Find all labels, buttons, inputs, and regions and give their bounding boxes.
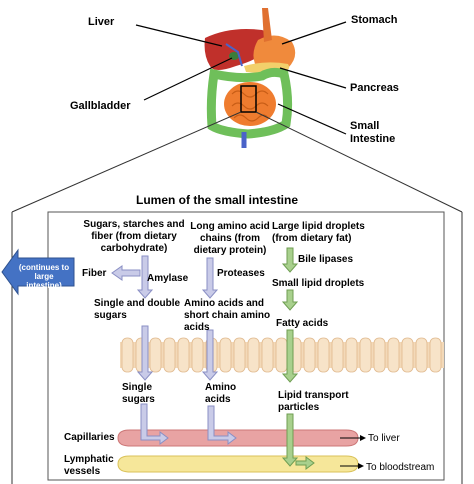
bile-duct-shape [225, 43, 243, 67]
small-intestine-pointer [277, 103, 347, 135]
lipid-header: Large lipid droplets (from dietary fat) [272, 221, 365, 244]
to-liver-label: To liver [368, 433, 400, 444]
capillaries-label: Capillaries [64, 432, 115, 443]
bile-lipases-label: Bile lipases [298, 254, 354, 265]
stomach-shape [253, 35, 296, 72]
zoom-region-box [240, 85, 257, 113]
lipid-arrow-5 [295, 456, 315, 470]
fiber-arrow [111, 265, 141, 281]
small-intestine-shape [224, 82, 276, 126]
intestinal-villi-layer [120, 337, 444, 373]
pancreas-label: Pancreas [350, 82, 399, 94]
carb-arrow-2 [136, 325, 154, 381]
small-lipid-droplets-label: Small lipid droplets [272, 278, 365, 289]
protein-absorbed-label: Amino acids [205, 382, 237, 405]
lipid-transport-label: Lipid transport particles [278, 390, 349, 413]
stomach-pointer [281, 21, 347, 45]
lymphatic-vessels-label: Lymphatic vessels [64, 454, 114, 477]
carb-absorbed-label: Single sugars [122, 382, 155, 405]
lymphatic-vessel [117, 455, 359, 473]
protein-header: Long amino acid chains (from dietary pro… [190, 221, 270, 256]
small-intestine-label: Small Intestine [350, 120, 396, 145]
carb-arrow-3 [140, 403, 169, 445]
panel-title: Lumen of the small intestine [136, 193, 299, 207]
liver-label: Liver [88, 16, 115, 28]
liver-shape [204, 29, 272, 70]
gallbladder-label: Gallbladder [70, 100, 131, 112]
liver-pointer [135, 24, 223, 47]
protein-arrow-2 [201, 329, 219, 381]
carb-arrow-1 [136, 255, 154, 299]
stomach-label: Stomach [351, 14, 398, 26]
to-bloodstream-label: To bloodstream [366, 462, 435, 473]
fatty-acids-label: Fatty acids [276, 318, 329, 329]
continues-arrow [1, 248, 75, 296]
gallbladder-pointer [143, 57, 233, 101]
lipid-arrow-4 [281, 413, 299, 467]
pancreas-pointer [279, 67, 347, 89]
protein-product-label: Amino acids and short chain amino acids [184, 298, 271, 333]
zoom-line-right [255, 111, 463, 213]
large-intestine-shape [206, 67, 293, 139]
continues-label: (continues to large intestine) [18, 263, 70, 290]
proteases-label: Proteases [217, 268, 265, 279]
protein-arrow-3 [207, 405, 237, 445]
amylase-label: Amylase [147, 273, 189, 284]
lipid-arrow-1 [281, 247, 299, 273]
esophagus-shape [262, 8, 272, 42]
lipid-arrow-3 [281, 329, 299, 383]
fiber-label: Fiber [82, 268, 107, 279]
carb-header: Sugars, starches and fiber (from dietary… [83, 219, 185, 254]
protein-arrow-1 [201, 257, 219, 299]
lipid-arrow-2 [281, 289, 299, 311]
zoom-line-left [11, 111, 242, 213]
carb-product-label: Single and double sugars [94, 298, 181, 321]
